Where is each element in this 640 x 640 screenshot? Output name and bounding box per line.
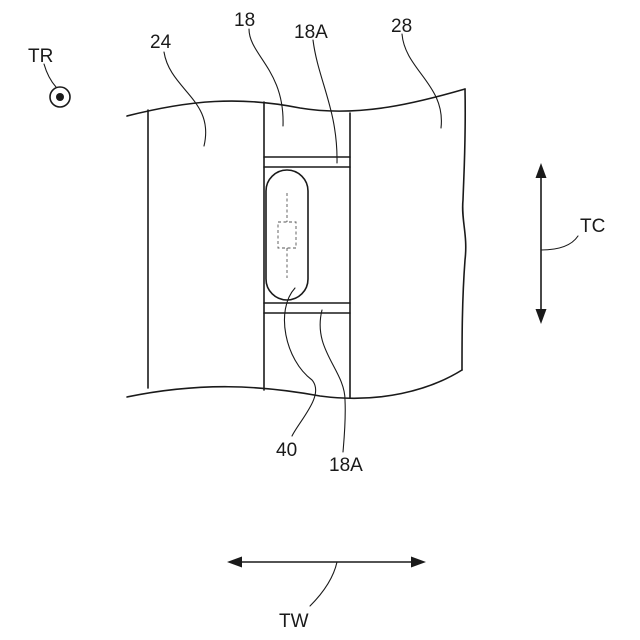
leader-18a-bottom [320,310,345,452]
component-capsule [266,170,308,300]
top-wavy-edge [127,89,465,116]
leader-24 [164,52,206,146]
tc-double-arrow [536,163,547,324]
leader-28 [402,34,441,128]
label-24: 24 [150,32,172,53]
label-40: 40 [276,440,297,461]
label-28: 28 [391,16,412,37]
label-tw: TW [279,611,309,632]
bottom-wavy-edge [127,370,462,398]
tc-arrowhead-bottom [536,309,547,324]
tw-arrowhead-right [411,557,426,568]
label-tc: TC [580,216,605,237]
capsule-outline [266,170,308,300]
label-18a-bottom: 18A [329,455,363,476]
leader-tw [310,562,337,606]
leader-18a-top [313,40,337,163]
tw-arrowhead-left [227,557,242,568]
bottom-closure-strip [264,303,350,313]
leader-tc [541,236,578,250]
label-18: 18 [234,10,255,31]
tr-leader [44,64,56,87]
tr-direction-symbol [44,64,70,107]
leader-lines [164,29,578,606]
capsule-core [278,222,296,248]
tc-arrowhead-top [536,163,547,178]
label-18a-top: 18A [294,22,328,43]
tw-double-arrow [227,557,426,568]
leader-40 [284,288,315,436]
tr-dot [56,93,64,101]
label-tr: TR [28,46,53,67]
leader-18 [249,29,283,126]
right-edge [462,89,466,370]
